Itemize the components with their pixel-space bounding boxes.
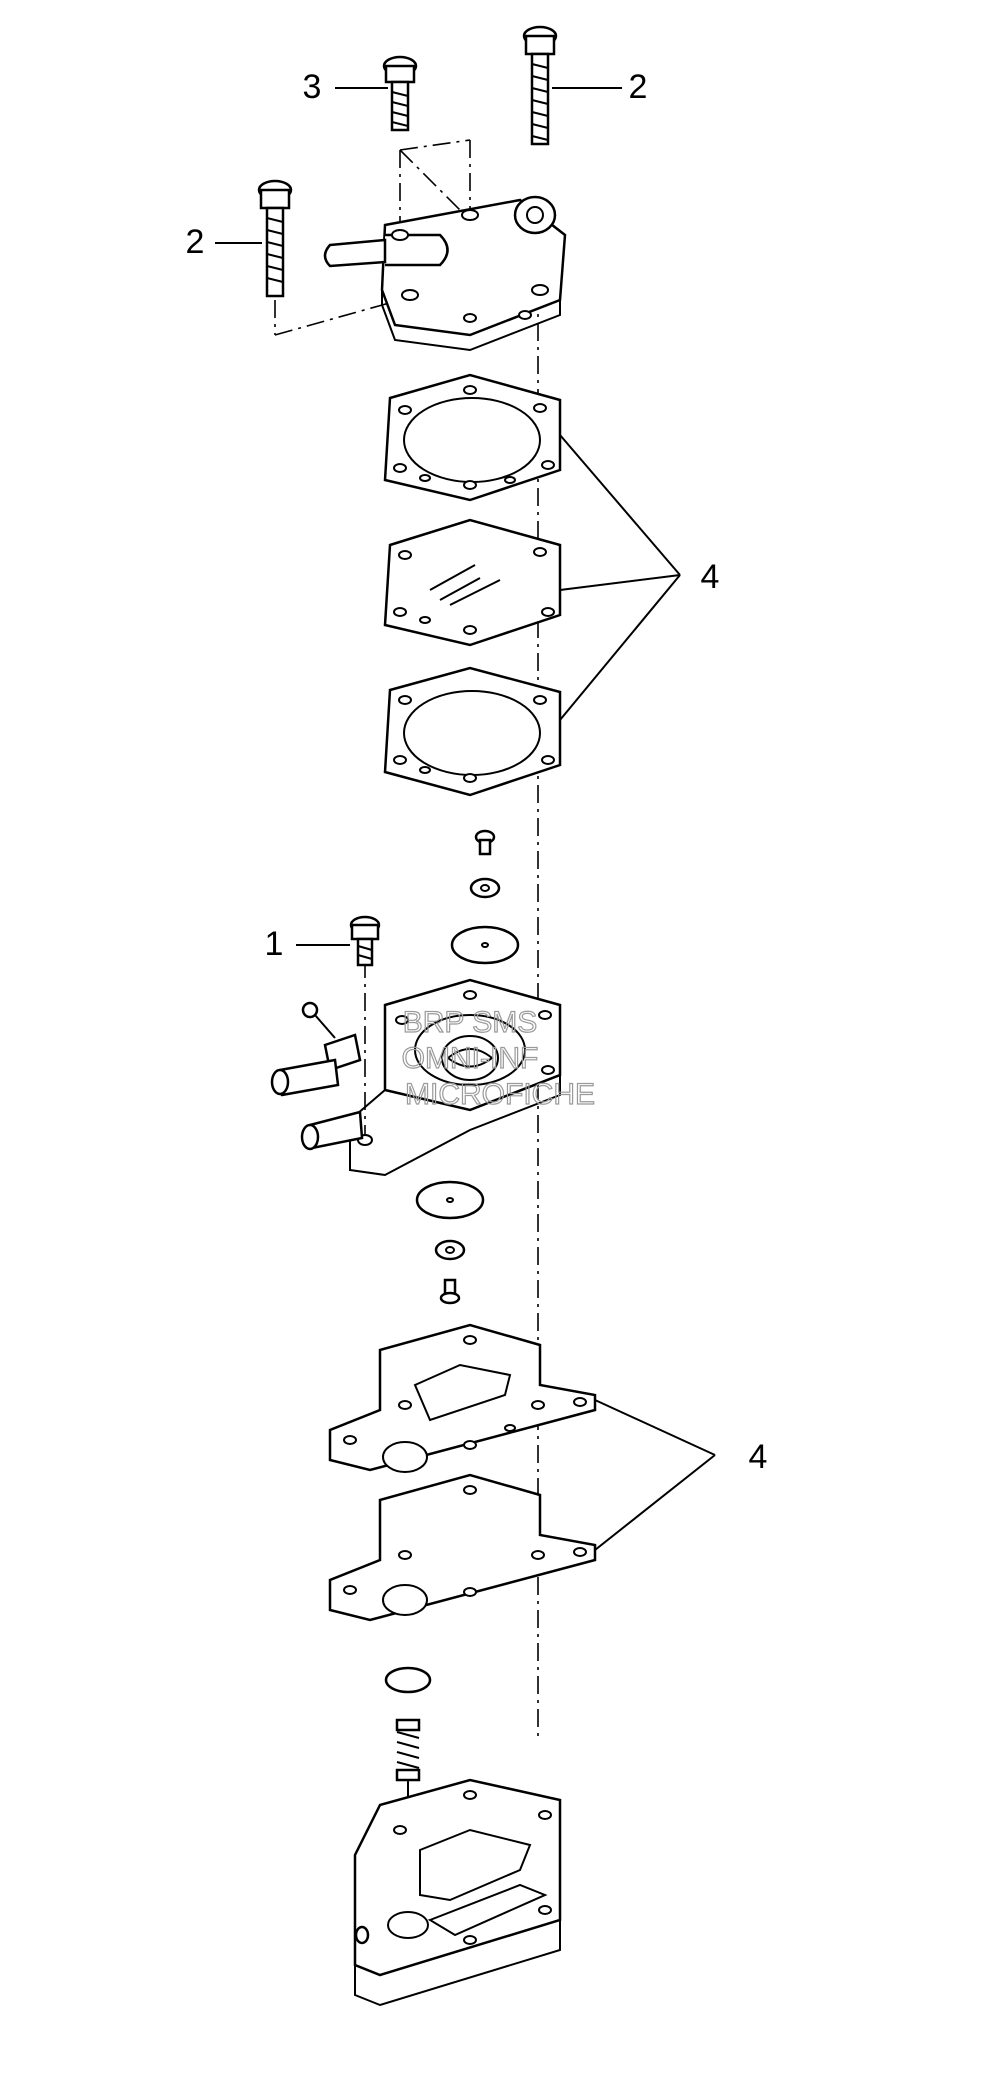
valve-parts-upper [450,829,520,965]
watermark: BRP SMS OMNI-INF MICROFICHE [401,1005,596,1111]
gasket-upper-2 [383,666,562,797]
valve-parts-lower [415,1180,485,1305]
screw-top-left [382,55,418,132]
callout-gasket-group-lower: 4 [749,1438,768,1476]
callout-labels: 3 2 2 4 1 4 [186,68,768,1476]
gasket-upper-1 [383,373,562,502]
callout-screw-body: 1 [265,925,284,963]
callout-screw-left: 2 [186,223,205,261]
callout-screw-top-left: 3 [303,68,322,106]
gasket-lower-1 [328,1323,597,1473]
watermark-line3: MICROFICHE [405,1078,595,1111]
callout-gasket-group-upper: 4 [701,558,720,596]
callout-screw-top-right: 2 [629,68,648,106]
diaphragm-plate [383,518,562,647]
screw-top-right [522,25,558,146]
watermark-line2: OMNI-INF [402,1042,539,1075]
pump-body [270,978,562,1177]
gasket-lower-2 [328,1473,597,1622]
base-plate [353,1778,562,2007]
screw-left [257,179,293,298]
watermark-line1: BRP SMS [403,1006,538,1039]
leader-lines [215,87,716,1551]
screw-body [349,915,381,967]
pump-cover [323,195,567,352]
